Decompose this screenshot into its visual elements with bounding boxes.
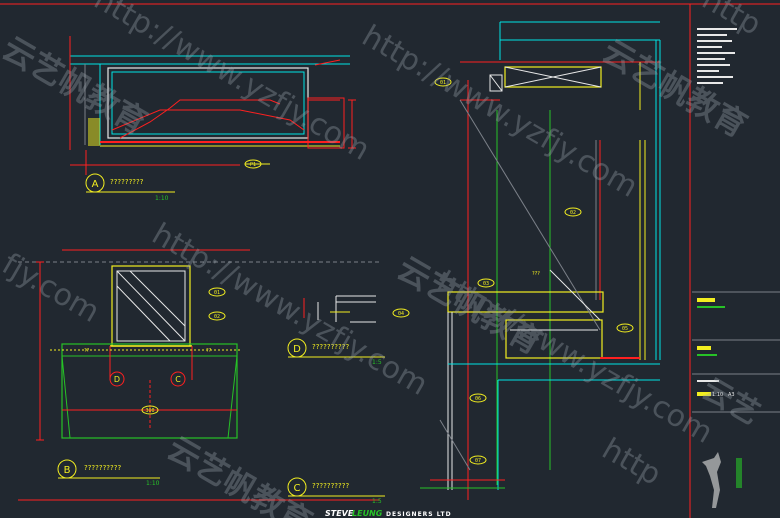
main-tag-5-text: 05 [622,326,628,332]
main-tag-5 [616,323,634,333]
detail-d-title: ?????????? [312,343,349,351]
callout-d-circle [109,371,125,387]
main-tag-4 [392,308,410,318]
main-tag-2 [564,207,582,217]
main-tag-6 [469,393,487,403]
detail-b-title: ?????????? [84,464,121,472]
watermark-brand-3: 云艺帆教育 [391,249,549,362]
detail-b-dim-2: ?? [206,348,212,354]
watermark-brand-2: 云艺帆教育 [596,32,754,145]
detail-b-tag-2 [208,311,226,321]
watermark-brand-4: 云艺帆教育 [161,429,319,518]
detail-b-tag-1-text: 01 [214,290,220,296]
detail-b-marker-letter: B [64,465,71,476]
main-tag-2-text: 02 [570,210,576,216]
watermark-url-3: http://www.yzfjy.com [146,217,434,403]
main-tag-7 [469,455,487,465]
detail-b-tag-1 [208,287,226,297]
title-block-scale-1: 1:10 [712,392,723,398]
detail-a-marker-letter: A [92,179,99,190]
title-block [692,28,780,508]
watermark-url-6: http [596,432,667,493]
main-tag-7-text: 07 [475,458,481,464]
detail-d-marker-letter: D [293,344,301,355]
detail-b-dim-3: 300 [145,408,154,414]
company-suffix: DESIGNERS LTD [386,511,452,518]
detail-b-tag-2-text: 02 [214,314,220,320]
main-tag-1 [434,77,452,87]
watermark-brand-1: 云艺帆教育 [0,29,154,142]
main-section-drawing [420,21,661,500]
callout-c-letter: C [175,375,181,384]
title-block-scale-2: A3 [728,392,735,398]
main-tag-1-text: 01 [440,80,446,86]
detail-b-dim-tag [141,405,159,415]
detail-a-title: ????????? [110,178,144,186]
main-tag-6-text: 06 [475,396,481,402]
main-dim-label: ??? [532,271,540,277]
company-brand-2: LEUNG [352,509,383,518]
main-tag-3 [477,278,495,288]
detail-c-marker-letter: C [294,483,301,494]
detail-b-dim-1: ?? [84,348,90,354]
callout-c-circle [170,371,186,387]
company-brand: STEVE [325,509,354,518]
detail-c-title: ?????????? [312,482,349,490]
detail-b-drawing [18,249,380,501]
detail-d-scale: 1:5 [372,359,382,366]
main-tag-3-text: 03 [483,281,489,287]
callout-d-letter: D [114,375,120,384]
detail-b-scale: 1:10 [146,480,160,487]
watermark-url-7: http [696,0,767,43]
watermark-url-5: fjy.com [0,247,105,330]
detail-a-scale: 1:10 [155,195,169,202]
detail-a-tag [244,159,262,169]
detail-d-drawing [303,295,376,323]
detail-a-drawing [69,36,356,175]
detail-c-scale: 1:5 [372,498,382,505]
main-tag-4-text: 04 [398,311,404,317]
detail-a-tag-text: P1 [250,162,256,168]
